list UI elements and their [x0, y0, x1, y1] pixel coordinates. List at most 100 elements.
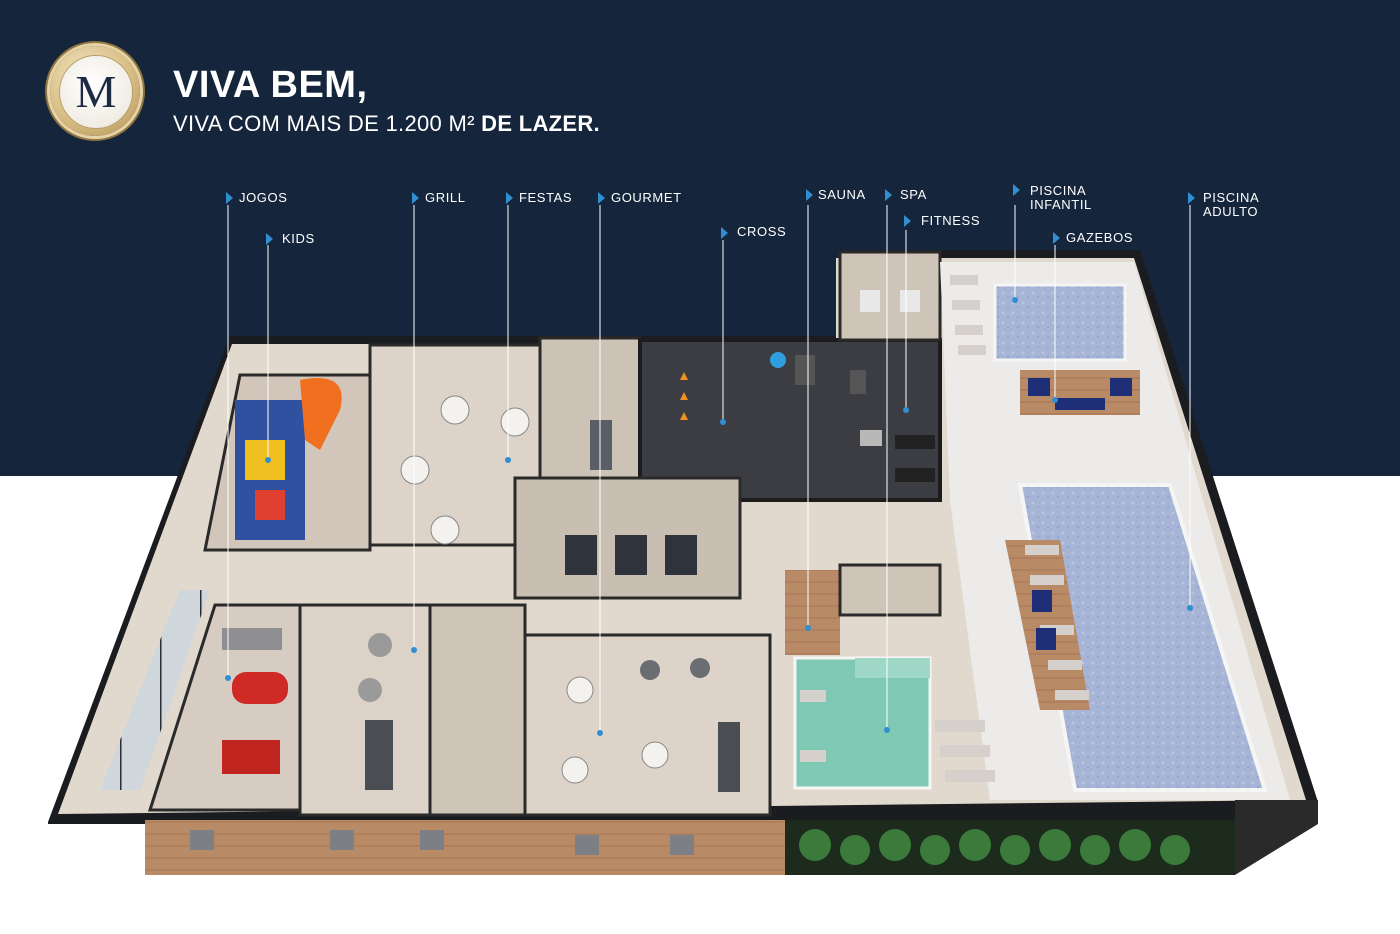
label-festas-text: FESTAS	[519, 190, 573, 205]
label-cross: CROSS	[737, 225, 786, 239]
leader-marker-jogos	[226, 192, 233, 204]
terrace-chair	[330, 830, 354, 850]
label-gourmet-text: GOURMET	[611, 190, 682, 205]
lounger	[1040, 625, 1074, 635]
sauna-block	[838, 250, 942, 342]
leader-marker-sauna	[806, 189, 813, 201]
counter	[590, 420, 612, 470]
label-kids: KIDS	[282, 232, 315, 246]
terrace-chair	[670, 835, 694, 855]
label-festas: FESTAS	[519, 191, 572, 205]
toilet-stall	[565, 535, 597, 575]
cross-cone	[680, 372, 688, 380]
lounger	[1030, 575, 1064, 585]
leader-marker-gourmet	[598, 192, 605, 204]
sofa	[222, 628, 282, 650]
shower	[860, 290, 880, 312]
lounger	[950, 275, 978, 285]
cross-cone	[680, 412, 688, 420]
glass-wall	[100, 590, 210, 790]
gazebo-sofa	[1028, 378, 1050, 396]
label-grill-text: GRILL	[425, 190, 466, 205]
terrace-chair	[420, 830, 444, 850]
leader-dot-piscina-adulto	[1187, 605, 1193, 611]
gourmet-table	[566, 676, 594, 704]
label-grill: GRILL	[425, 191, 466, 205]
leader-marker-grill	[412, 192, 419, 204]
sauna-wood	[785, 570, 840, 655]
storage-room	[428, 603, 527, 817]
festas-table	[440, 395, 470, 425]
leader-marker-kids	[266, 233, 273, 245]
gourmet-counter	[718, 722, 740, 792]
label-piscina-adulto-line1: PISCINA	[1203, 190, 1260, 205]
terrace-chair	[575, 835, 599, 855]
leader-marker-cross	[721, 227, 728, 239]
festas-table	[430, 515, 460, 545]
gazebo-sofa	[1055, 398, 1105, 410]
label-kids-text: KIDS	[282, 231, 315, 246]
subline-suffix: DE LAZER.	[481, 111, 600, 136]
label-jogos: JOGOS	[239, 191, 288, 205]
label-piscina-infantil-line1: PISCINA	[1030, 183, 1087, 198]
shower	[900, 290, 920, 312]
leader-dot-gourmet	[597, 730, 603, 736]
lounger	[940, 745, 990, 757]
leader-dot-sauna	[805, 625, 811, 631]
kids-pool	[993, 283, 1127, 362]
gazebo-sofa	[1110, 378, 1132, 396]
leader-marker-piscina-infantil	[1013, 184, 1020, 196]
gourmet-table	[561, 756, 589, 784]
cross-cone	[680, 392, 688, 400]
lounger	[1055, 690, 1089, 700]
brand-logo-inner: M	[59, 55, 133, 129]
label-sauna: SAUNA	[818, 188, 866, 202]
label-piscina-adulto-line2: ADULTO	[1203, 204, 1259, 219]
leader-dot-piscina-infantil	[1012, 297, 1018, 303]
leader-dot-festas	[505, 457, 511, 463]
leader-dot-cross	[720, 419, 726, 425]
grill-table	[358, 678, 382, 702]
leader-marker-piscina-adulto	[1188, 192, 1195, 204]
leader-dot-grill	[411, 647, 417, 653]
gourmet-table	[641, 741, 669, 769]
fitness-ball	[770, 352, 786, 368]
fitness-machine	[795, 355, 815, 385]
gazebo-sofa	[1036, 628, 1056, 650]
leader-marker-fitness	[904, 215, 911, 227]
brand-logo: M	[50, 46, 140, 136]
leader-marker-spa	[885, 189, 892, 201]
lounger	[1048, 660, 1082, 670]
spa-block	[838, 563, 942, 617]
gazebo-sofa	[1032, 590, 1052, 612]
lounger	[952, 300, 980, 310]
lounger	[955, 325, 983, 335]
leader-dot-jogos	[225, 675, 231, 681]
grill-counter	[365, 720, 393, 790]
subline: VIVA COM MAIS DE 1.200 M² DE LAZER.	[173, 111, 600, 137]
headline: VIVA BEM,	[173, 64, 368, 106]
toilet-stall	[615, 535, 647, 575]
leader-marker-gazebos	[1053, 232, 1060, 244]
lounger	[935, 720, 985, 732]
toilet-stall	[665, 535, 697, 575]
label-gourmet: GOURMET	[611, 191, 682, 205]
label-spa: SPA	[900, 188, 927, 202]
fitness-machine	[850, 370, 866, 394]
pool-table	[222, 740, 280, 774]
gourmet-table	[690, 658, 710, 678]
leader-dot-spa	[884, 727, 890, 733]
label-spa-text: SPA	[900, 187, 927, 202]
kids-play-red	[255, 490, 285, 520]
gourmet-table	[640, 660, 660, 680]
label-sauna-text: SAUNA	[818, 187, 866, 202]
cross-fitness-room	[638, 338, 942, 502]
label-cross-text: CROSS	[737, 224, 787, 239]
label-fitness: FITNESS	[921, 214, 980, 228]
terrace-chair	[190, 830, 214, 850]
